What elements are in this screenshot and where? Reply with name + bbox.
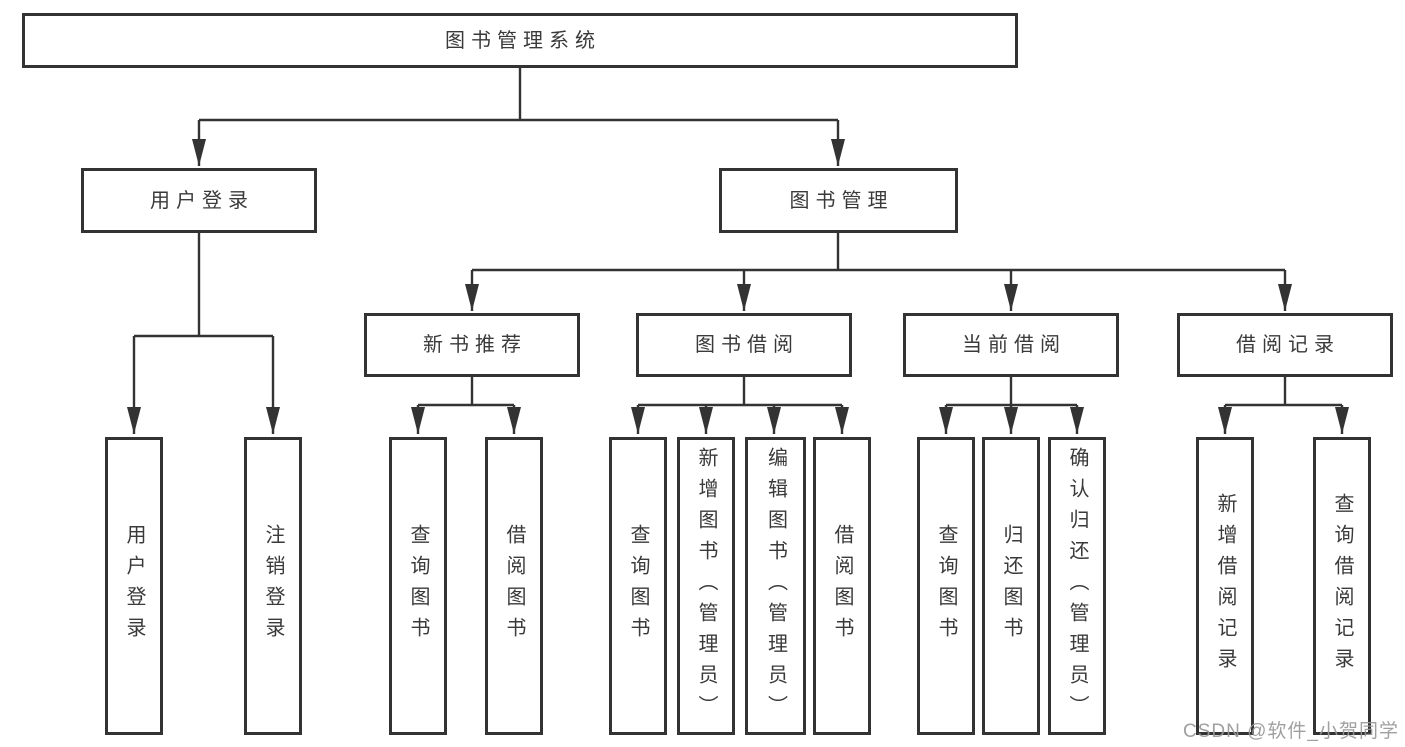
node-current-borrow: 当前借阅 (903, 313, 1119, 377)
leaf-borrow-books: 借阅图书 (813, 437, 871, 735)
node-label: 确认归还（管理员） (1066, 446, 1088, 726)
node-book-management: 图书管理 (719, 168, 958, 233)
node-borrow-records: 借阅记录 (1177, 313, 1393, 377)
leaf-add-books-admin: 新增图书（管理员） (677, 437, 735, 735)
leaf-query-books: 查询图书 (389, 437, 447, 735)
node-label: 查询图书 (935, 524, 957, 648)
node-label: 查询借阅记录 (1331, 493, 1353, 679)
connector-book-borrow-children (631, 377, 849, 434)
leaf-logout: 注销登录 (244, 437, 302, 735)
leaf-return-books: 归还图书 (982, 437, 1040, 735)
node-book-borrow: 图书借阅 (636, 313, 852, 377)
node-label: 新增借阅记录 (1214, 493, 1236, 679)
leaf-confirm-return-admin: 确认归还（管理员） (1048, 437, 1106, 735)
leaf-query-books: 查询图书 (917, 437, 975, 735)
node-label: 图书借阅 (695, 334, 799, 356)
connector-borrow-records-children (1218, 377, 1349, 434)
leaf-query-borrow-record: 查询借阅记录 (1313, 437, 1371, 735)
node-label: 用户登录 (123, 524, 145, 648)
node-label: 编辑图书（管理员） (764, 446, 787, 726)
node-label: 图书管理 (789, 189, 894, 212)
connector-new-book-children (411, 377, 521, 434)
connector-current-borrow-children (939, 377, 1084, 434)
csdn-watermark: CSDN @软件_小贺同学 (1183, 721, 1399, 742)
connector-root-to-level2 (192, 68, 845, 166)
node-label: 新增图书（管理员） (695, 446, 717, 726)
leaf-query-books: 查询图书 (609, 437, 667, 735)
node-label: 借阅图书 (831, 524, 853, 648)
node-label: 新书推荐 (423, 334, 527, 356)
leaf-borrow-books: 借阅图书 (485, 437, 543, 735)
node-new-book-recommend: 新书推荐 (364, 313, 580, 377)
node-label: 图书管理系统 (445, 29, 601, 52)
node-user-login: 用户登录 (81, 168, 317, 233)
node-label: 查询图书 (627, 524, 649, 648)
connector-book-mgmt-children (465, 233, 1292, 311)
node-label: 用户登录 (150, 189, 254, 212)
node-label: 归还图书 (1000, 524, 1022, 648)
node-label: 借阅记录 (1236, 334, 1340, 356)
leaf-add-borrow-record: 新增借阅记录 (1196, 437, 1254, 735)
node-label: 注销登录 (262, 524, 284, 648)
leaf-edit-books-admin: 编辑图书（管理员） (745, 437, 806, 735)
node-label: 当前借阅 (962, 334, 1066, 356)
node-label: 查询图书 (407, 524, 429, 648)
node-label: 借阅图书 (503, 524, 525, 648)
connector-user-login-children (127, 233, 280, 434)
leaf-user-login: 用户登录 (105, 437, 163, 735)
node-library-system: 图书管理系统 (22, 13, 1018, 68)
